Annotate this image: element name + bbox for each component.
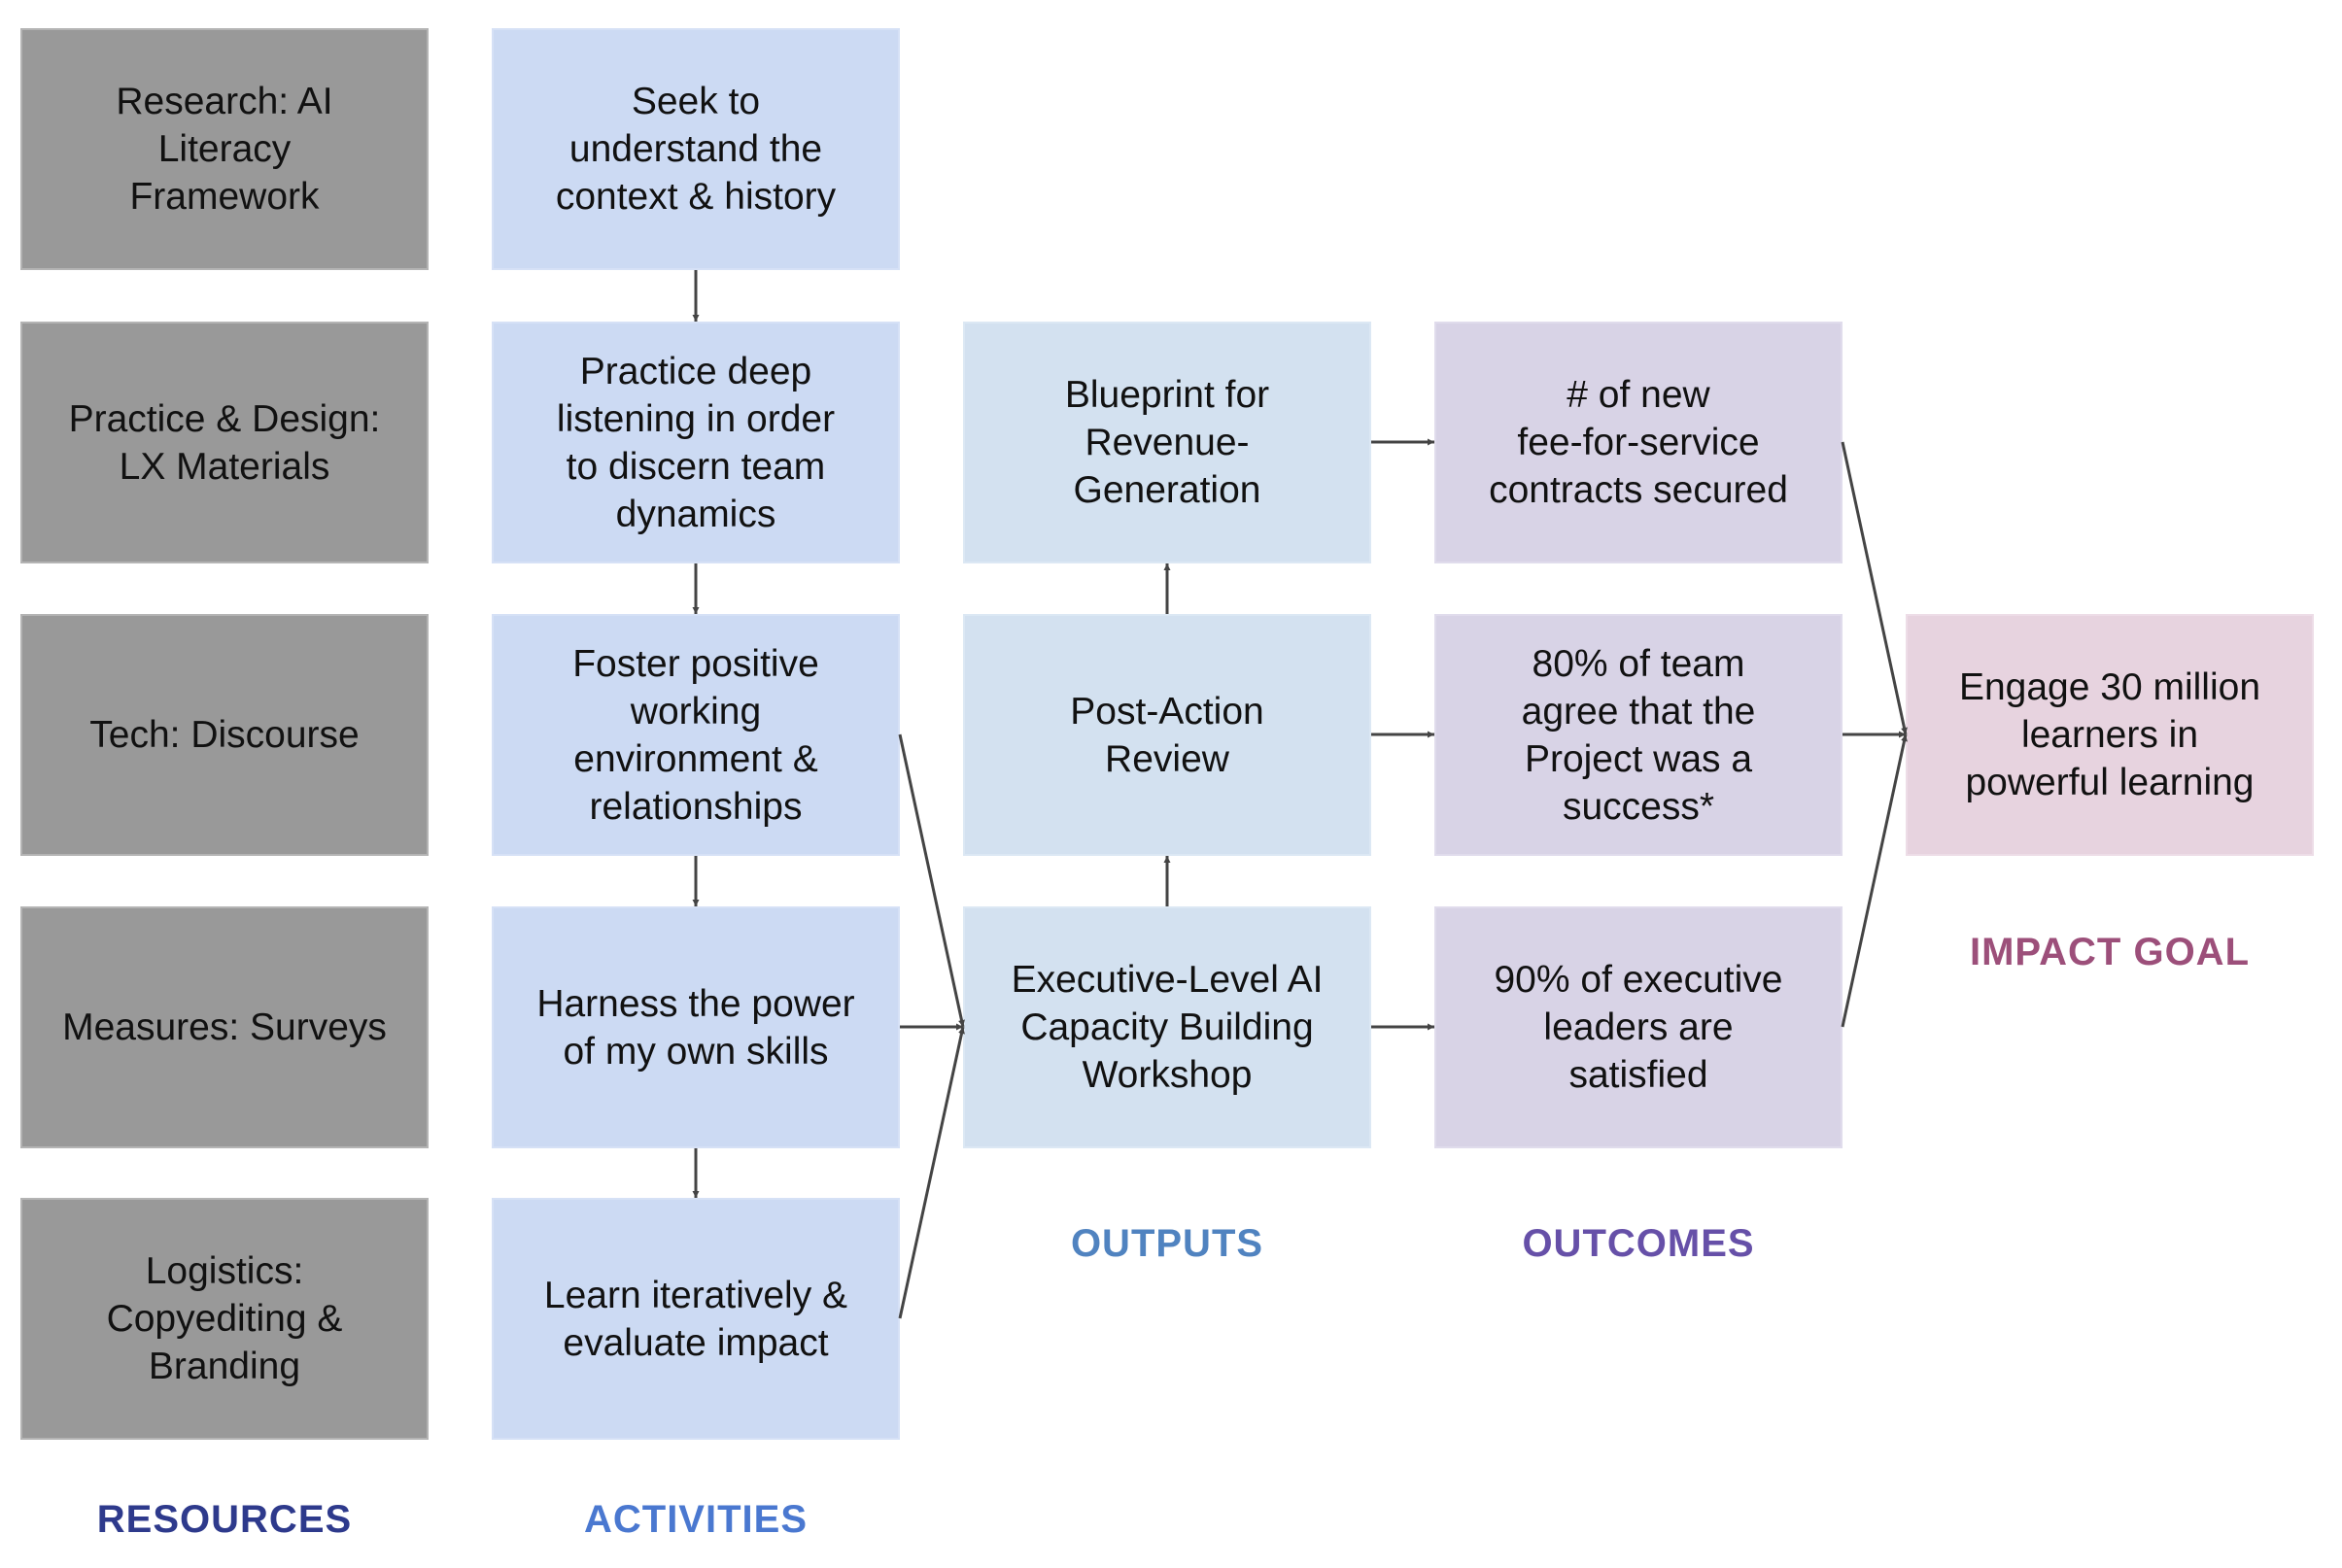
label-outcomes: OUTCOMES	[1522, 1222, 1755, 1265]
label-resources: RESOURCES	[96, 1498, 353, 1541]
output-box-post-action-review: Post-Action Review	[963, 614, 1371, 856]
activity-text: Practice deep listening in order to disc…	[556, 350, 836, 535]
activity-box-learn: Learn iteratively & evaluate impact	[492, 1198, 900, 1440]
resource-box-practice-design: Practice & Design: LX Materials	[20, 322, 429, 563]
label-impact-goal: IMPACT GOAL	[1969, 931, 2250, 973]
activity-box-listening: Practice deep listening in order to disc…	[492, 322, 900, 563]
resource-text: Logistics: Copyediting & Branding	[106, 1250, 343, 1387]
resource-text: Research: AI Literacy Framework	[116, 81, 333, 218]
impact-text: Engage 30 million learners in powerful l…	[1958, 666, 2261, 803]
outcome-box-team-agree: 80% of team agree that the Project was a…	[1434, 614, 1843, 856]
activity-box-skills: Harness the power of my own skills	[492, 906, 900, 1148]
resource-box-logistics: Logistics: Copyediting & Branding	[20, 1198, 429, 1440]
outcome-text: 90% of executive leaders are satisfied	[1494, 959, 1783, 1096]
output-text: Post-Action Review	[1070, 690, 1264, 780]
output-text: Executive-Level AI Capacity Building Wor…	[1011, 959, 1324, 1096]
activity-text: Seek to understand the context & history	[555, 81, 837, 218]
outcome-text: # of new fee-for-service contracts secur…	[1489, 374, 1788, 511]
arrow-environment-to-workshop	[898, 733, 965, 1028]
resource-box-measures: Measures: Surveys	[20, 906, 429, 1148]
activity-text: Foster positive working environment & re…	[572, 642, 819, 828]
resource-text: Practice & Design: LX Materials	[68, 397, 381, 488]
resource-text: Measures: Surveys	[62, 1006, 387, 1048]
activity-box-seek: Seek to understand the context & history	[492, 28, 900, 270]
resource-box-research: Research: AI Literacy Framework	[20, 28, 429, 270]
outcome-box-contracts: # of new fee-for-service contracts secur…	[1434, 322, 1843, 563]
output-box-workshop: Executive-Level AI Capacity Building Wor…	[963, 906, 1371, 1148]
activity-text: Harness the power of my own skills	[536, 982, 855, 1073]
outcome-box-exec-satisfied: 90% of executive leaders are satisfied	[1434, 906, 1843, 1148]
output-text: Blueprint for Revenue- Generation	[1064, 374, 1270, 511]
resource-box-tech: Tech: Discourse	[20, 614, 429, 856]
resource-text: Tech: Discourse	[89, 714, 360, 756]
impact-goal-box: Engage 30 million learners in powerful l…	[1906, 614, 2314, 856]
activity-text: Learn iteratively & evaluate impact	[543, 1274, 848, 1364]
activity-box-environment: Foster positive working environment & re…	[492, 614, 900, 856]
arrow-learn-to-workshop	[898, 1026, 965, 1319]
outcome-text: 80% of team agree that the Project was a…	[1521, 642, 1756, 828]
arrow-exec-satisfied-to-impact	[1841, 733, 1908, 1028]
arrow-contracts-to-impact	[1841, 441, 1908, 735]
label-outputs: OUTPUTS	[1070, 1222, 1264, 1265]
label-activities: ACTIVITIES	[583, 1498, 809, 1541]
output-box-blueprint: Blueprint for Revenue- Generation	[963, 322, 1371, 563]
